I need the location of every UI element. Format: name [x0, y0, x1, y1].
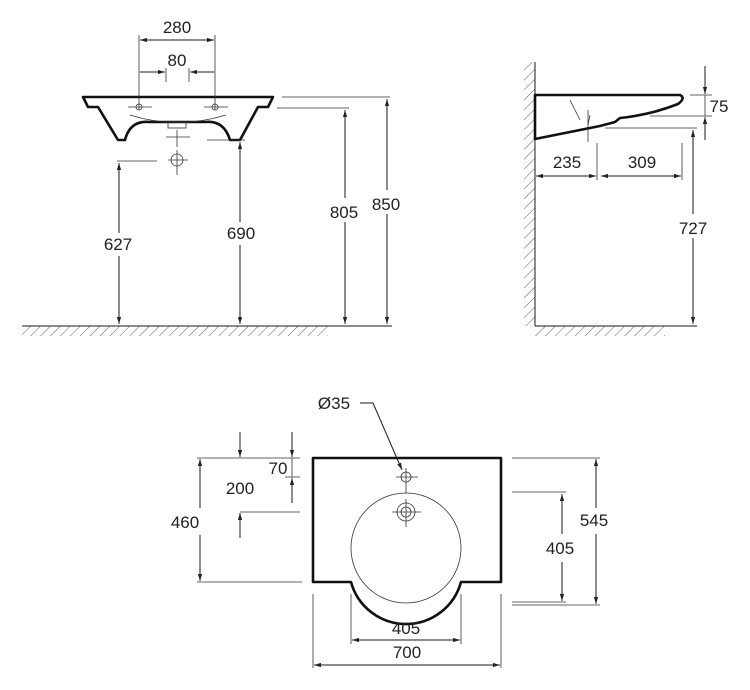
- floor-hatch: [535, 326, 665, 336]
- dim-200: 200: [226, 479, 254, 498]
- dim-545: 545: [580, 511, 608, 530]
- dim-627: 627: [104, 235, 132, 254]
- front-view: 280 80 627 690 805 850: [22, 18, 400, 336]
- side-view: 235 309 75 727: [524, 62, 728, 336]
- dim-235: 235: [553, 153, 581, 172]
- leader-line: [360, 402, 403, 471]
- dim-405-bottom: 405: [392, 619, 420, 638]
- dim-309: 309: [628, 153, 656, 172]
- dim-805: 805: [330, 203, 358, 222]
- wall-hatch: [524, 62, 535, 326]
- dim-80: 80: [168, 51, 187, 70]
- basin-top-outline: [311, 456, 503, 626]
- dim-727: 727: [679, 219, 707, 238]
- dim-460: 460: [171, 513, 199, 532]
- dim-70: 70: [269, 459, 288, 478]
- dim-405-right: 405: [546, 539, 574, 558]
- dim-690: 690: [227, 224, 255, 243]
- basin-side: [533, 93, 684, 141]
- top-view: Ø35 70 200 460 405 545 405: [171, 394, 608, 668]
- dim-75: 75: [710, 97, 729, 116]
- dim-850: 850: [372, 195, 400, 214]
- dim-280: 280: [163, 18, 191, 37]
- floor-hatch: [22, 326, 328, 336]
- tap-hole: [396, 468, 418, 493]
- dim-700: 700: [393, 643, 421, 662]
- drain-hole: [392, 499, 421, 527]
- basin-front: [81, 95, 275, 142]
- dim-tap-diameter: Ø35: [318, 394, 350, 413]
